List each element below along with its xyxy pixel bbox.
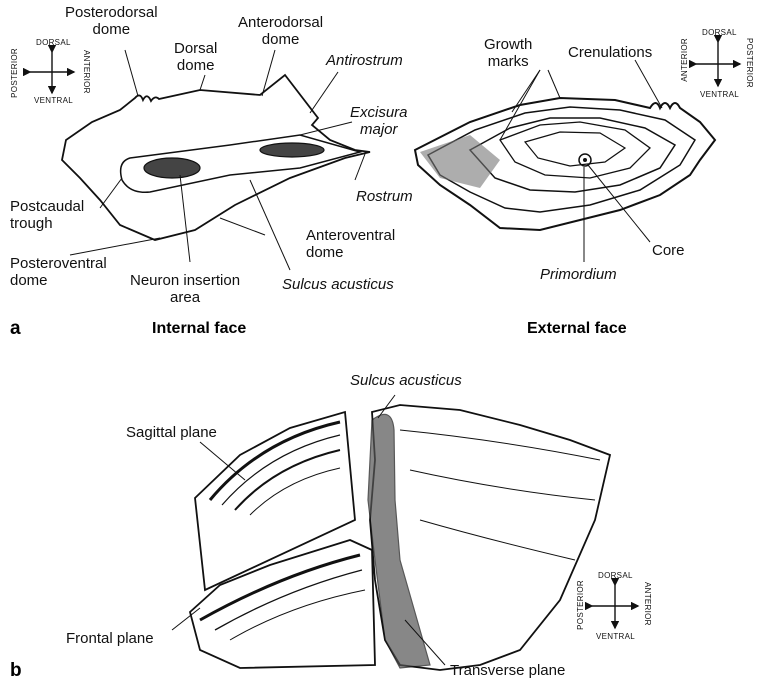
otolith-3d-drawing bbox=[172, 395, 610, 670]
label-postcaudal-trough: Postcaudal trough bbox=[10, 198, 84, 232]
compass-external-ventral: VENTRAL bbox=[700, 90, 739, 99]
compass-internal-dorsal: DORSAL bbox=[36, 38, 71, 47]
otolith-outline-internal bbox=[62, 75, 370, 240]
internal-face-title: Internal face bbox=[152, 320, 246, 338]
growth-ring-4 bbox=[525, 132, 625, 166]
compass-internal-ventral: VENTRAL bbox=[34, 96, 73, 105]
stippled-edge bbox=[420, 135, 500, 188]
label-antirostrum: Antirostrum bbox=[326, 52, 403, 69]
panel-b-letter: b bbox=[10, 660, 22, 682]
label-crenulations: Crenulations bbox=[568, 44, 652, 61]
compass-b-posterior: POSTERIOR bbox=[576, 580, 585, 630]
label-frontal-plane: Frontal plane bbox=[66, 630, 154, 647]
compass-panel-b bbox=[592, 585, 638, 628]
transverse-section bbox=[368, 414, 430, 668]
external-face-drawing bbox=[415, 60, 715, 262]
label-sagittal-plane: Sagittal plane bbox=[126, 424, 217, 441]
label-neuron-insertion-area: Neuron insertion area bbox=[130, 272, 240, 306]
compass-internal-posterior: POSTERIOR bbox=[10, 48, 19, 98]
compass-b-anterior: ANTERIOR bbox=[643, 582, 652, 626]
label-transverse-plane: Transverse plane bbox=[450, 662, 565, 679]
external-face-title: External face bbox=[527, 320, 627, 338]
compass-external bbox=[696, 42, 740, 86]
growth-ring-3 bbox=[500, 122, 650, 178]
label-excisura-major: Excisura major bbox=[350, 104, 408, 138]
label-sulcus-acusticus-b: Sulcus acusticus bbox=[350, 372, 462, 389]
ostium-area bbox=[144, 158, 200, 178]
label-rostrum: Rostrum bbox=[356, 188, 413, 205]
label-posteroventral-dome: Posteroventral dome bbox=[10, 255, 107, 289]
label-growth-marks: Growth marks bbox=[484, 36, 532, 70]
panel-a-letter: a bbox=[10, 318, 21, 340]
compass-b-dorsal: DORSAL bbox=[598, 571, 633, 580]
cauda-area bbox=[260, 143, 324, 157]
label-anterodorsal-dome: Anterodorsal dome bbox=[238, 14, 323, 48]
label-dorsal-dome: Dorsal dome bbox=[174, 40, 217, 74]
compass-b-ventral: VENTRAL bbox=[596, 632, 635, 641]
compass-external-dorsal: DORSAL bbox=[702, 28, 737, 37]
label-core: Core bbox=[652, 242, 685, 259]
compass-external-posterior: POSTERIOR bbox=[745, 38, 754, 88]
label-primordium: Primordium bbox=[540, 266, 617, 283]
label-sulcus-acusticus-a: Sulcus acusticus bbox=[282, 276, 394, 293]
compass-external-anterior: ANTERIOR bbox=[680, 38, 689, 82]
label-posterodorsal-dome: Posterodorsal dome bbox=[65, 4, 158, 38]
label-anteroventral-dome: Anteroventral dome bbox=[306, 227, 395, 261]
growth-ring-2 bbox=[470, 118, 675, 192]
compass-internal bbox=[30, 52, 74, 93]
compass-internal-anterior: ANTERIOR bbox=[82, 50, 91, 94]
